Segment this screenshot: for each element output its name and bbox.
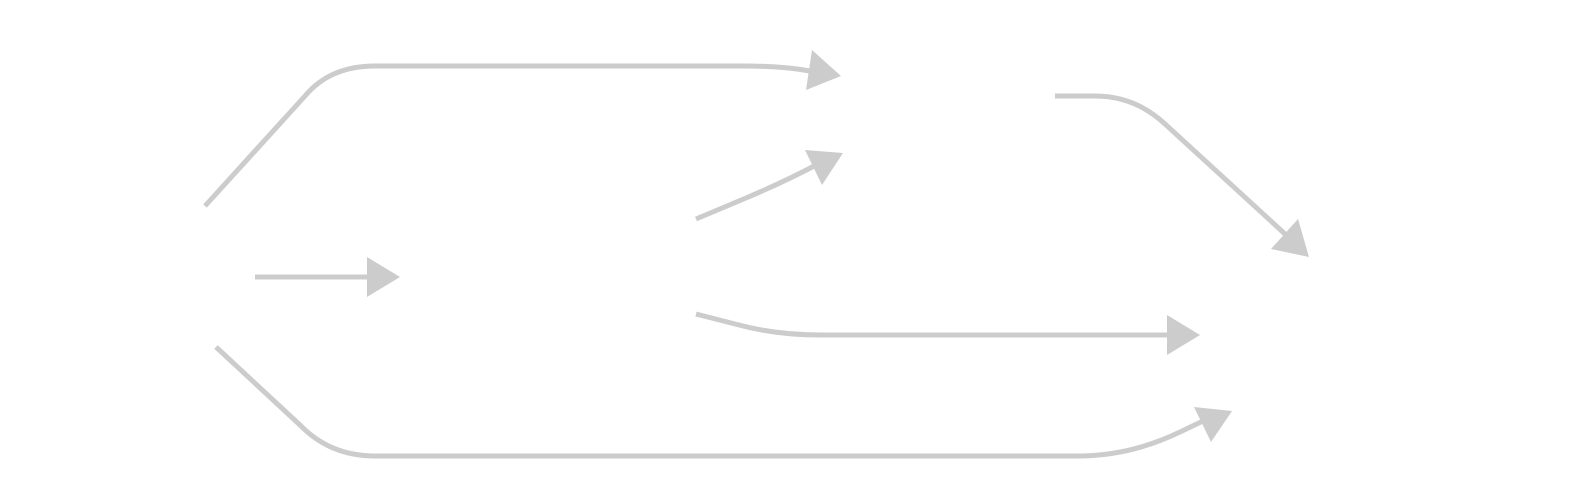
edge-right-descending xyxy=(1055,93,1309,257)
edge-bottom-arc-arrowhead xyxy=(1194,407,1232,442)
edge-middle-long-arrowhead xyxy=(1167,315,1200,355)
edge-upper-diagonal-arrowhead xyxy=(805,150,843,185)
edge-right-descending-arrowhead xyxy=(1271,219,1309,257)
edge-middle-long xyxy=(695,311,1200,355)
edge-short-center-arrowhead xyxy=(367,257,400,297)
edge-bottom-arc xyxy=(214,345,1232,459)
edge-upper-diagonal xyxy=(695,150,843,222)
edge-upper-diagonal-line xyxy=(695,162,818,222)
edge-right-descending-line xyxy=(1055,93,1287,236)
edge-bottom-arc-line xyxy=(214,345,1207,459)
edge-top-arc xyxy=(203,50,841,208)
edge-top-arc-line xyxy=(203,63,811,208)
edge-short-center xyxy=(255,257,400,297)
edge-middle-long-line xyxy=(695,311,1168,338)
edge-top-arc-arrowhead xyxy=(806,50,841,90)
